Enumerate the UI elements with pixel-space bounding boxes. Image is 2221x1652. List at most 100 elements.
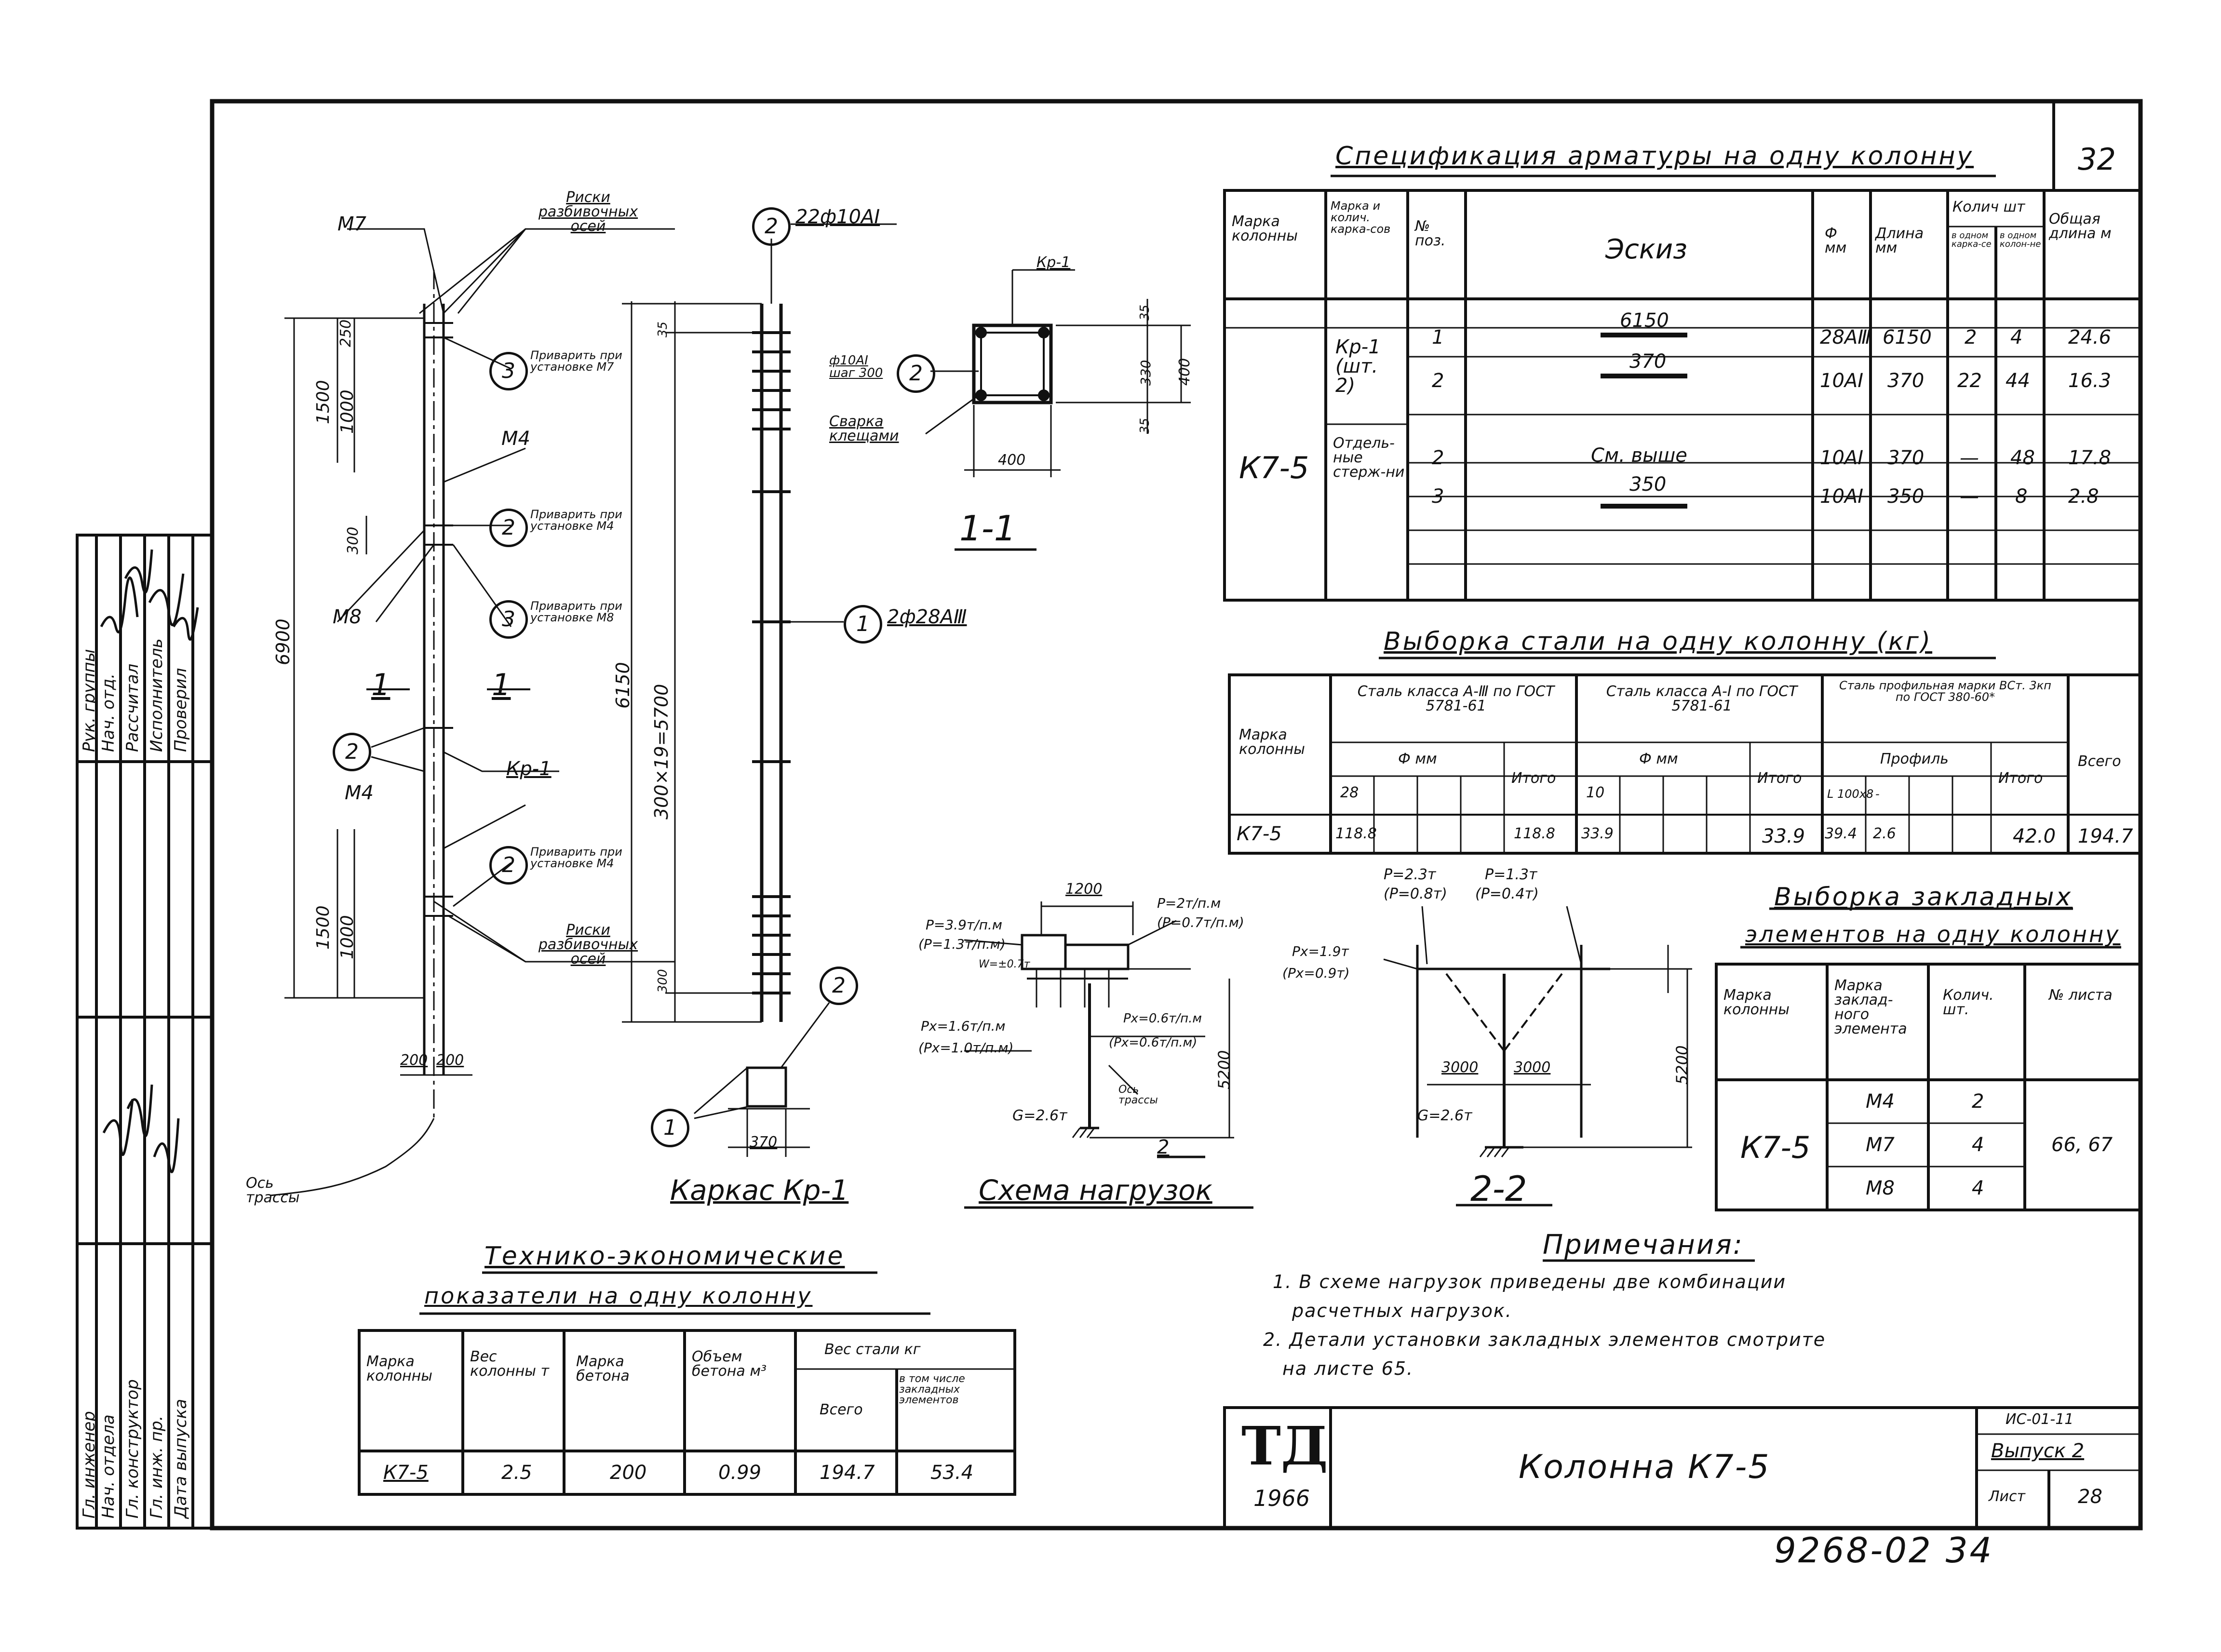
- tech-h5: Вес стали кг: [824, 1341, 921, 1358]
- label-m8: М8: [333, 606, 362, 628]
- embedded-row3-qty: 4: [1972, 1177, 1984, 1199]
- spec-row2-length: 370: [1887, 370, 1925, 392]
- dim-1000-bottom: 1000: [337, 915, 357, 959]
- spec-row2-q1: 22: [1957, 370, 1982, 392]
- tech-row-steel: 194.7: [820, 1462, 875, 1484]
- archive-number: 9268-02 34: [1774, 1530, 1994, 1571]
- dim-330: 330: [1138, 360, 1154, 386]
- spec-row2-q2: 44: [2006, 370, 2030, 392]
- steel-row-it3: 42.0: [2013, 825, 2056, 847]
- spec-header-qty-b: в одном колон-не: [2000, 230, 2041, 249]
- dim-5700: 300×19=5700: [651, 684, 672, 819]
- embedded-row2-el: М7: [1866, 1134, 1895, 1156]
- spec-row1-sketch: 6150: [1620, 309, 1669, 332]
- spec-row4-dia: 10АⅠ: [1820, 485, 1864, 508]
- embedded-row2-qty: 4: [1972, 1134, 1984, 1156]
- spec-row3-sketch: См. выше: [1591, 444, 1687, 467]
- steel-row-pa: 39.4: [1825, 825, 1857, 842]
- tech-h1: Марка колонны: [366, 1353, 432, 1384]
- callout-3-top: 3: [489, 352, 528, 390]
- dim-6150: 6150: [612, 662, 633, 709]
- embedded-title-2: элементов на одну колонну: [1745, 921, 2121, 947]
- tech-row-volume: 0.99: [718, 1462, 762, 1484]
- load-g2: G=2.6т: [1417, 1107, 1472, 1124]
- steel-d10: 10: [1586, 784, 1605, 801]
- stamp-r3: Рассчитал: [123, 663, 142, 752]
- steel-itogo-3: Итого: [1998, 770, 2043, 787]
- stamp-r9: Гл. инж. пр.: [147, 1415, 166, 1518]
- callout-2-frame-top: 2: [752, 207, 791, 246]
- tech-h4: Объем бетона м³: [692, 1348, 767, 1380]
- spec-row4-q1: —: [1960, 485, 1979, 508]
- title-series: ИС-01-11: [2006, 1411, 2074, 1428]
- embedded-row1-qty: 2: [1972, 1090, 1984, 1113]
- callout-1-frame: 1: [844, 605, 882, 644]
- steel-header-group2: Сталь класса А-Ⅰ по ГОСТ 5781-61: [1606, 683, 1798, 714]
- embedded-mark: К7-5: [1740, 1130, 1811, 1165]
- title-sheet: 28: [2078, 1486, 2102, 1508]
- dim-400-right: 400: [1176, 358, 1193, 386]
- steel-row-it1: 118.8: [1514, 825, 1555, 842]
- tech-row-mark: К7-5: [383, 1462, 429, 1484]
- load-p4b: (P=0.4т): [1475, 886, 1539, 902]
- steel-phi-mm-2: Ф мм: [1639, 751, 1678, 767]
- dim-300-frame-bottom: 300: [656, 969, 670, 993]
- spec-row1-length: 6150: [1883, 326, 1932, 349]
- load-px2: Pх=0.6т/п.м: [1123, 1011, 1202, 1026]
- load-px2b: (Pх=0.6т/п.м): [1109, 1035, 1198, 1050]
- tech-h5b: в том числе закладных элементов: [899, 1373, 965, 1406]
- label-weld-m4: Приварить при установке М4: [530, 508, 622, 533]
- dim-3000-left: 3000: [1441, 1059, 1479, 1076]
- label-kr1: Кр-1: [506, 758, 552, 780]
- dim-400-bottom: 400: [998, 452, 1026, 469]
- dim-5200-right: 5200: [1673, 1045, 1691, 1085]
- load-p2b: (P=0.7т/п.м): [1157, 914, 1244, 930]
- title-year: 1966: [1253, 1485, 1310, 1511]
- dim-35-top: 35: [1138, 304, 1152, 321]
- steel-header-group1: Сталь класса А-Ⅲ по ГОСТ 5781-61: [1357, 683, 1555, 714]
- note-1b: расчетных нагрузок.: [1292, 1300, 1512, 1321]
- note-2b: на листе 65.: [1282, 1358, 1414, 1379]
- dim-1000-top: 1000: [337, 389, 357, 434]
- dim-200b: 200: [436, 1052, 464, 1069]
- load-p3: P=2.3т: [1384, 866, 1436, 883]
- stamp-r10: Дата выпуска: [171, 1398, 190, 1518]
- section-mark-1a: 1: [371, 667, 390, 702]
- steel-row-mark: К7-5: [1237, 823, 1282, 845]
- load-p1: P=3.9т/п.м: [926, 917, 1002, 933]
- stamp-r1: Рук. группы: [80, 649, 99, 752]
- steel-d28: 28: [1340, 784, 1359, 801]
- callout-2-left: 2: [333, 733, 371, 771]
- load-pxb: (Pх=1.0т/п.м): [918, 1040, 1014, 1056]
- label-weld-m4-bottom: Приварить при установке М4: [530, 845, 622, 870]
- embedded-row1-el: М4: [1866, 1090, 1895, 1113]
- spec-row3-length: 370: [1887, 447, 1925, 469]
- steel-table-title: Выборка стали на одну колонну (кг): [1384, 627, 1933, 656]
- dim-1500-top: 1500: [313, 380, 333, 424]
- tech-title-1: Технико-экономические: [485, 1242, 845, 1271]
- caption-frame: Каркас Кр-1: [670, 1174, 849, 1207]
- steel-header-col-mark: Марка колонны: [1239, 726, 1305, 758]
- callout-1-frame-bottom: 1: [651, 1109, 689, 1147]
- load-px3b: (Pх=0.9т): [1282, 965, 1350, 981]
- steel-itogo-2: Итого: [1757, 770, 1802, 787]
- steel-row-v28: 118.8: [1335, 825, 1377, 842]
- note-2: 2. Детали установки закладных элементов …: [1263, 1329, 1826, 1350]
- notes-title: Примечания:: [1543, 1229, 1744, 1261]
- load-px3: Pх=1.9т: [1292, 943, 1349, 959]
- embedded-h1: Марка колонны: [1723, 987, 1790, 1018]
- spec-row2-sketch: 370: [1629, 350, 1667, 373]
- stamp-r2: Нач. отд.: [99, 673, 118, 752]
- spec-row1-pos: 1: [1432, 326, 1444, 349]
- title-issue: Выпуск 2: [1991, 1440, 2085, 1462]
- spec-row4-q2: 8: [2015, 485, 2028, 508]
- spec-row4-length: 350: [1887, 485, 1925, 508]
- note-1: 1. В схеме нагрузок приведены две комбин…: [1273, 1271, 1787, 1292]
- spec-row1-q1: 2: [1965, 326, 1977, 349]
- steel-row-total: 194.7: [2078, 825, 2133, 847]
- spec-row2-total: 16.3: [2068, 370, 2112, 392]
- embedded-h2: Марка заклад-ного элемента: [1834, 977, 1907, 1037]
- spec-row3-q2: 48: [2010, 447, 2035, 469]
- sheet-number: 32: [2078, 142, 2116, 177]
